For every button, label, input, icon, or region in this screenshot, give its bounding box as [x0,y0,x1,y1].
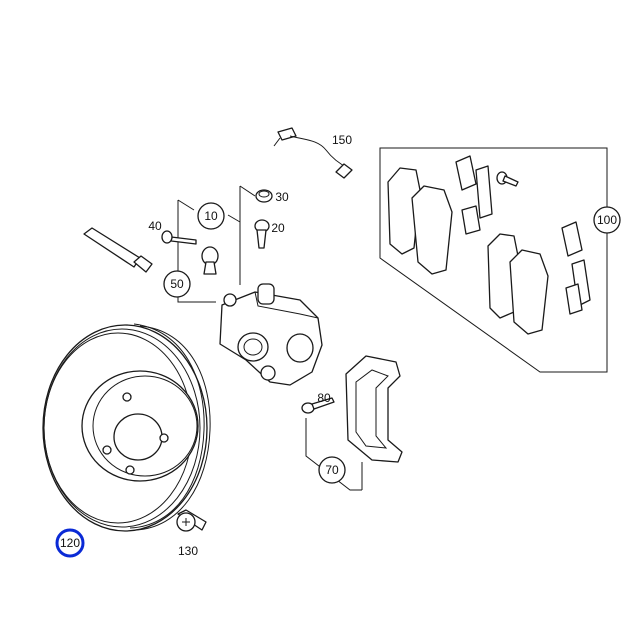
wear-sensor-150[interactable] [273,127,353,179]
callout-30-label: 30 [275,190,289,204]
callout-70-circle[interactable] [318,456,346,484]
callout-120-circle[interactable] [55,528,85,558]
callout-10-circle[interactable] [197,202,225,230]
guide-sleeve[interactable] [201,246,219,275]
cap-30[interactable] [255,189,273,203]
callout-130-label: 130 [178,544,198,558]
bolt-40[interactable] [161,230,197,245]
callout-100-circle[interactable] [593,206,621,234]
callout-50-circle[interactable] [163,270,191,298]
pad-clips-lower[interactable] [561,221,591,315]
callout-150-label: 150 [332,133,352,147]
brake-pads-upper[interactable] [387,167,453,275]
callout-10-label: 10 [204,209,218,223]
callout-120-label: 120 [60,536,80,550]
brake-pads-lower[interactable] [487,233,549,335]
caliper-carrier[interactable] [345,355,403,463]
callout-80-label: 80 [317,391,331,405]
bolt-80[interactable] [301,397,335,414]
pad-clips-upper[interactable] [455,155,493,235]
brake-disc[interactable] [42,323,211,532]
callout-40-label: 40 [148,219,162,233]
callout-70-label: 70 [325,463,339,477]
pad-screw[interactable] [496,171,519,187]
callout-20-label: 20 [271,221,285,235]
bolt-20[interactable] [254,219,270,249]
callout-50-label: 50 [170,277,184,291]
callout-100-label: 100 [597,213,617,227]
brake-caliper[interactable] [219,283,323,386]
disc-screw[interactable] [176,509,207,532]
grease-tube-50[interactable] [83,227,153,273]
